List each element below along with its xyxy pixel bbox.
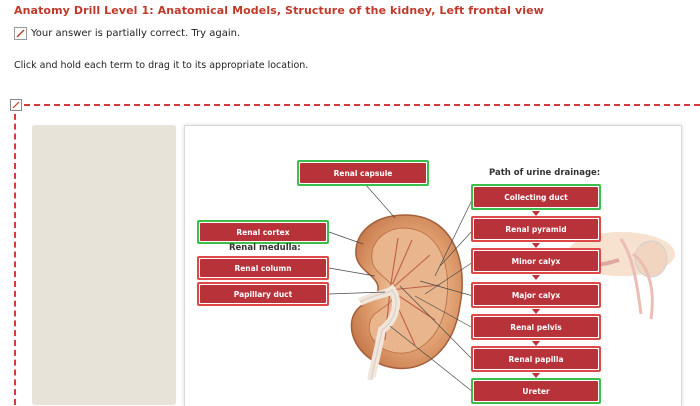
edit-icon[interactable]	[10, 99, 22, 111]
path-label-collecting-duct-text: Collecting duct	[474, 187, 598, 207]
page-title: Anatomy Drill Level 1: Anatomical Models…	[14, 4, 544, 17]
label-renal-capsule[interactable]: Renal capsule	[297, 160, 429, 186]
path-label-renal-pelvis-text: Renal pelvis	[474, 317, 598, 337]
path-label-ureter-text: Ureter	[474, 381, 598, 401]
renal-medulla-heading: Renal medulla:	[229, 243, 301, 253]
path-label-minor-calyx-text: Minor calyx	[474, 251, 598, 271]
drop-zone-border-top	[14, 104, 700, 106]
term-bank[interactable]	[32, 125, 176, 405]
instructions-text: Click and hold each term to drag it to i…	[14, 60, 309, 71]
arrow-down-icon	[532, 211, 540, 216]
feedback-text: Your answer is partially correct. Try ag…	[31, 28, 241, 39]
path-label-renal-pyramid[interactable]: Renal pyramid	[471, 216, 601, 242]
label-papillary-duct-text: Papillary duct	[200, 285, 326, 303]
path-label-major-calyx-text: Major calyx	[474, 285, 598, 305]
label-renal-column-text: Renal column	[200, 259, 326, 277]
path-label-minor-calyx[interactable]: Minor calyx	[471, 248, 601, 274]
path-label-major-calyx[interactable]: Major calyx	[471, 282, 601, 308]
path-heading: Path of urine drainage:	[489, 168, 601, 178]
label-renal-cortex[interactable]: Renal cortex	[197, 220, 329, 244]
feedback-message: Your answer is partially correct. Try ag…	[14, 27, 240, 40]
label-renal-cortex-text: Renal cortex	[200, 223, 326, 241]
label-papillary-duct[interactable]: Papillary duct	[197, 282, 329, 306]
arrow-down-icon	[532, 373, 540, 378]
path-label-ureter[interactable]: Ureter	[471, 378, 601, 404]
path-label-renal-pelvis[interactable]: Renal pelvis	[471, 314, 601, 340]
drop-zone-border-left	[14, 104, 16, 405]
path-label-renal-papilla-text: Renal papilla	[474, 349, 598, 369]
path-label-renal-papilla[interactable]: Renal papilla	[471, 346, 601, 372]
arrow-down-icon	[532, 275, 540, 280]
label-renal-column[interactable]: Renal column	[197, 256, 329, 280]
partial-check-icon	[14, 27, 27, 40]
leader-lines	[328, 183, 474, 393]
kidney-illustration	[350, 214, 463, 380]
arrow-down-icon	[532, 341, 540, 346]
label-renal-capsule-text: Renal capsule	[300, 163, 426, 183]
path-label-collecting-duct[interactable]: Collecting duct	[471, 184, 601, 210]
arrow-down-icon	[532, 309, 540, 314]
path-label-renal-pyramid-text: Renal pyramid	[474, 219, 598, 239]
diagram-stage: Renal capsule Renal cortex Renal medulla…	[184, 125, 682, 406]
arrow-down-icon	[532, 243, 540, 248]
